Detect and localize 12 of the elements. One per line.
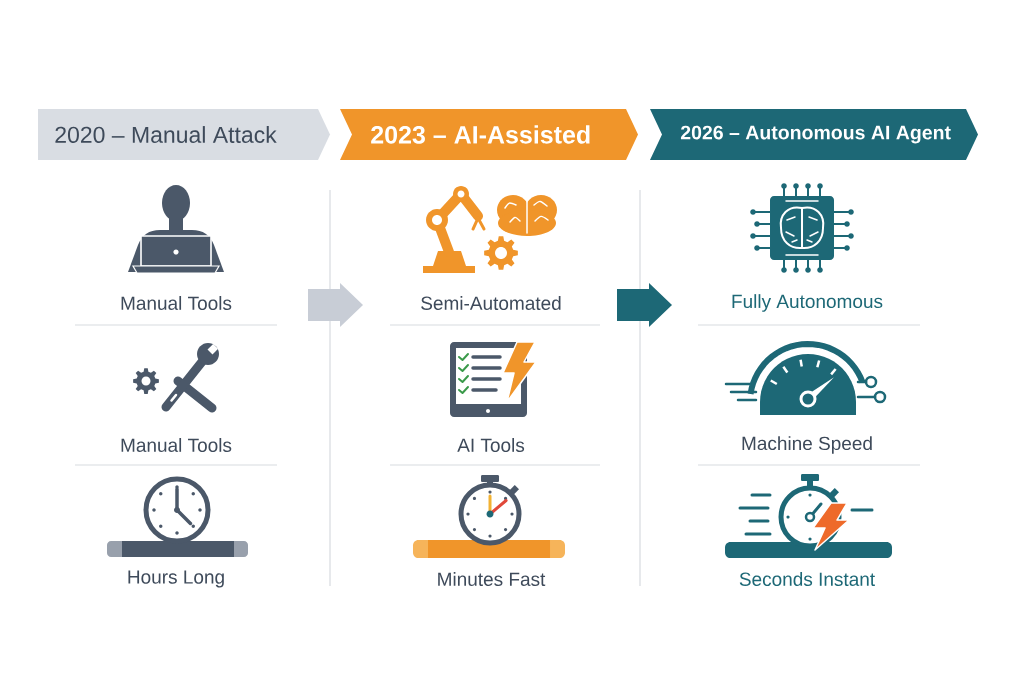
chevron-banner: 2020 – Manual Attack xyxy=(38,109,330,160)
chevron-banner: 2023 – AI-Assisted xyxy=(340,109,638,160)
icon-caption: Manual Tools xyxy=(121,438,232,452)
icon-caption: Fully Autonomous xyxy=(732,294,883,312)
icon-caption: AI Tools xyxy=(457,438,525,452)
icon-caption: Hours Long xyxy=(128,570,224,588)
icon-caption: Minutes Fast xyxy=(438,572,546,586)
icon-caption: Semi-Automated xyxy=(421,296,561,310)
icon-caption: Manual Tools xyxy=(121,296,232,310)
icon-caption: Machine Speed xyxy=(742,436,872,454)
icon-caption: Seconds Instant xyxy=(739,572,875,586)
chevron-banner: 2026 – Autonomous AI Agent xyxy=(650,109,978,160)
